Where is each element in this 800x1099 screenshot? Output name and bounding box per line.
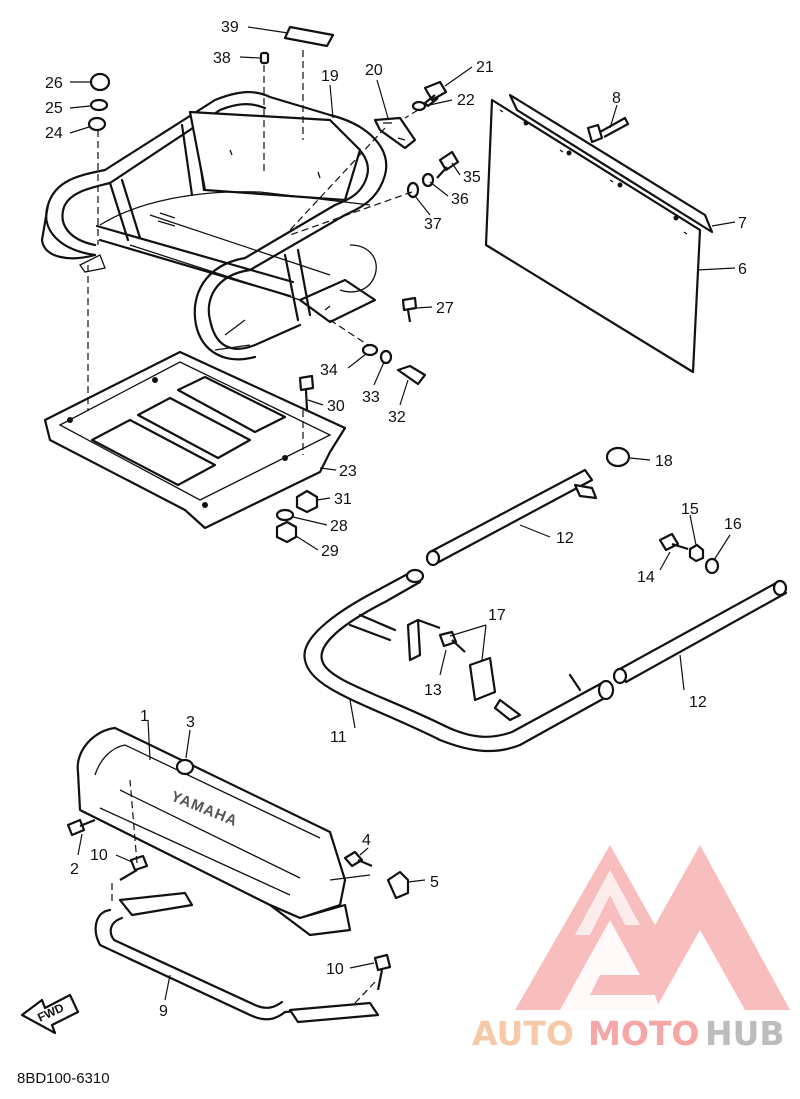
- washer-25: [89, 98, 109, 112]
- callout-17: 17: [488, 607, 506, 624]
- callout-29: 29: [321, 543, 339, 560]
- callout-1: 1: [140, 708, 149, 725]
- bar-12-lower: [612, 579, 788, 685]
- bolt-10a: [119, 854, 149, 881]
- bolt-4: [343, 850, 373, 868]
- callout-labels: 39 38 19 20 21 22 8 26 25 24 35 36 37 7 …: [45, 19, 747, 1020]
- callout-38: 38: [213, 50, 231, 67]
- callout-12b: 12: [689, 694, 707, 711]
- watermark-text-moto: MOTO: [588, 1014, 699, 1053]
- callout-39: 39: [221, 19, 239, 36]
- cap-18: [605, 446, 631, 468]
- skid-plate-23: [43, 350, 347, 530]
- callout-21: 21: [476, 59, 494, 76]
- guard-9: [94, 891, 380, 1024]
- callout-31: 31: [334, 491, 352, 508]
- washer-16: [704, 557, 720, 575]
- watermark-text-auto: AUTO: [472, 1014, 574, 1053]
- callout-32: 32: [388, 409, 406, 426]
- callout-25: 25: [45, 100, 63, 117]
- callout-33: 33: [362, 389, 380, 406]
- callout-22: 22: [457, 92, 475, 109]
- clip-5: [386, 870, 410, 900]
- bushing-3: [175, 758, 195, 776]
- callout-6: 6: [738, 261, 747, 278]
- bolt-21: [423, 80, 448, 108]
- callout-11: 11: [330, 729, 347, 746]
- fwd-arrow-icon: FWD: [20, 993, 80, 1035]
- bolt-2: [66, 818, 96, 837]
- cargo-rack: [40, 91, 388, 361]
- callout-18: 18: [655, 453, 673, 470]
- callout-13: 13: [424, 682, 442, 699]
- watermark-text-hub: HUB: [705, 1014, 785, 1053]
- nut-15: [688, 543, 705, 563]
- leader-lines: [69, 26, 736, 1001]
- watermark-logo: [515, 845, 790, 1010]
- bracket-17a: [406, 618, 441, 662]
- washer-33: [379, 349, 393, 365]
- bracket-20: [373, 116, 417, 150]
- callout-28: 28: [330, 518, 348, 535]
- callout-3: 3: [186, 714, 195, 731]
- bolt-27: [401, 296, 418, 323]
- callout-19: 19: [321, 68, 339, 85]
- callout-10a: 10: [90, 847, 108, 864]
- washer-37: [406, 181, 420, 199]
- callout-27: 27: [436, 300, 454, 317]
- callout-34: 34: [320, 362, 338, 379]
- washer-22: [411, 100, 427, 112]
- callout-26: 26: [45, 75, 63, 92]
- bolt-10b: [373, 953, 392, 991]
- assembly-lines: [87, 50, 419, 1004]
- callout-4: 4: [362, 832, 371, 849]
- nut-31: [295, 489, 319, 514]
- bushing-24: [87, 116, 107, 132]
- callout-15: 15: [681, 501, 699, 518]
- callout-24: 24: [45, 125, 63, 142]
- washer-28: [275, 508, 295, 522]
- callout-16: 16: [724, 516, 742, 533]
- callout-5: 5: [430, 874, 439, 891]
- bracket-17b: [468, 656, 497, 702]
- callout-20: 20: [365, 62, 383, 79]
- bolt-35: [436, 150, 460, 179]
- callout-9: 9: [159, 1003, 168, 1020]
- frame-11: [303, 568, 615, 753]
- front-bumper-1: YAMAHA: [76, 726, 371, 937]
- callout-36: 36: [451, 191, 469, 208]
- callout-14: 14: [637, 569, 655, 586]
- callout-23: 23: [339, 463, 357, 480]
- cap-26: [89, 72, 111, 92]
- bolt-14: [658, 532, 689, 552]
- nut-29: [275, 520, 298, 544]
- panel-assembly: [484, 93, 714, 374]
- callout-35: 35: [463, 169, 481, 186]
- washer-36: [421, 172, 435, 188]
- callout-12a: 12: [556, 530, 574, 547]
- washer-34: [361, 343, 379, 357]
- bolt-32: [396, 364, 427, 386]
- callout-7: 7: [738, 215, 747, 232]
- callout-30: 30: [327, 398, 345, 415]
- bolt-30: [298, 374, 315, 411]
- callout-8: 8: [612, 90, 621, 107]
- fastener-8: [586, 116, 630, 144]
- bar-12-upper: [425, 468, 598, 567]
- reflector-39: [283, 25, 335, 48]
- drawing-number: 8BD100-6310: [17, 1070, 110, 1087]
- bolt-13: [438, 630, 466, 653]
- pin-38: [259, 51, 270, 65]
- callout-2: 2: [70, 861, 79, 878]
- callout-10b: 10: [326, 961, 344, 978]
- callout-37: 37: [424, 216, 442, 233]
